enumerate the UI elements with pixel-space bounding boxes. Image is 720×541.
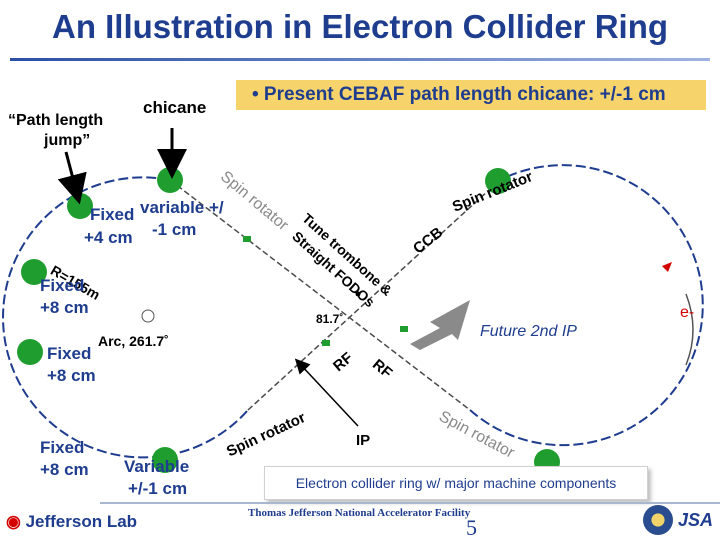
straight-marker-3: [322, 340, 330, 346]
crossing-point: [355, 291, 361, 297]
electron-label: e-: [680, 304, 695, 321]
variable-label-b: -1 cm: [152, 220, 197, 239]
jsa-logo: JSA: [678, 510, 714, 530]
arc-label: Arc, 261.7˚: [98, 333, 169, 349]
straight-marker-1: [243, 236, 251, 242]
ip-label: IP: [356, 432, 371, 449]
lab-swirl-icon: ◉: [6, 512, 21, 531]
chicane-label: chicane: [143, 98, 207, 117]
path-length-jump-line1: “Path length: [8, 112, 104, 129]
variable-label-a: variable +/: [140, 198, 224, 217]
ip-arrow: [294, 358, 359, 427]
future-ip-arrow: [410, 300, 470, 350]
fixed-8cm-mid-line2: +8 cm: [47, 366, 96, 385]
page-number: 5: [466, 515, 477, 540]
diagram-caption: Electron collider ring w/ major machine …: [264, 466, 648, 500]
straight-marker-2: [400, 326, 408, 332]
path-jump-arrow: [57, 151, 87, 205]
future-ip-label: Future 2nd IP: [480, 323, 577, 340]
spin-rotator-top-green: [485, 168, 511, 194]
fixed-label-a: Fixed: [90, 205, 135, 224]
variable-bottom-line1: Variable: [124, 457, 190, 476]
footer-divider: [100, 502, 720, 504]
straight-a: [169, 179, 471, 411]
straight-b: [247, 179, 501, 411]
title-underline: [10, 58, 710, 61]
left-mid-green: [17, 339, 43, 365]
left-green: [21, 259, 47, 285]
fixed-8cm-mid-line1: Fixed: [47, 344, 92, 363]
path-length-jump-line2: jump”: [44, 132, 91, 149]
lab-name: Jefferson Lab: [25, 512, 138, 531]
fixed-8cm-bottom-line2: +8 cm: [40, 460, 89, 479]
crossing-angle-label: 81.7˚: [316, 312, 344, 326]
fixed-label-b: +4 cm: [84, 228, 133, 247]
fixed-8cm-bottom-line1: Fixed: [40, 438, 85, 457]
electron-arrow-head: [662, 262, 672, 272]
fixed-8cm-top-line1: Fixed: [40, 276, 85, 295]
variable-bottom-line2: +/-1 cm: [128, 479, 188, 498]
doe-seal-icon: [643, 505, 673, 535]
facility-name: Thomas Jefferson National Accelerator Fa…: [248, 507, 471, 519]
jefferson-lab-logo: ◉ Jefferson Lab: [6, 512, 137, 532]
right-arc: [469, 164, 704, 447]
left-junction: [141, 309, 155, 323]
cebaf-chicane-banner: • Present CEBAF path length chicane: +/-…: [236, 80, 706, 110]
electron-direction-arrow: [685, 293, 694, 366]
chicane-top-green: [157, 167, 183, 193]
bottom-left-green: [152, 447, 178, 473]
fixed-8cm-top-line2: +8 cm: [40, 298, 89, 317]
slide-title: An Illustration in Electron Collider Rin…: [51, 8, 669, 45]
